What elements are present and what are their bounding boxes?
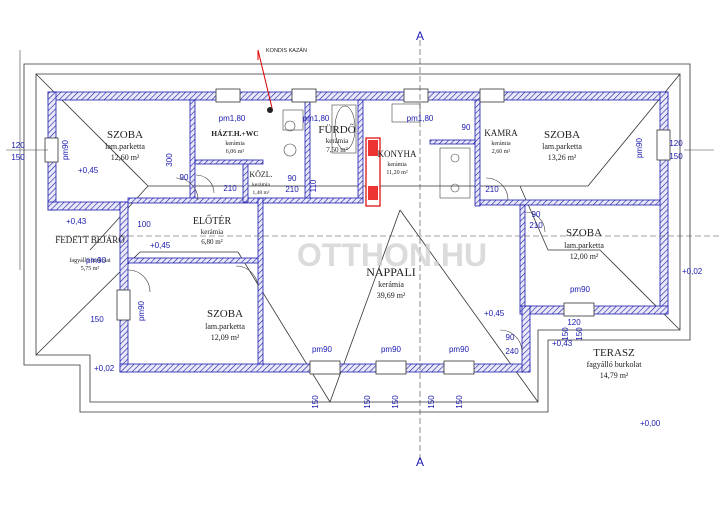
dimension-label: 150 [363, 395, 372, 409]
section-marker-bottom: A [416, 455, 424, 469]
room-fedett-name: FEDETT BEJÁRÓ [55, 235, 125, 245]
room-konyha-name: KONYHA [378, 149, 417, 159]
room-haztwc-finish: kerámia [225, 141, 245, 147]
dimension-label: 150 [561, 327, 570, 341]
room-szoba-4-finish: lam.parketta [205, 322, 245, 331]
dimension-label: 90 [506, 333, 515, 342]
window-label: pm1,80 [219, 114, 246, 123]
window-label: pm90 [86, 256, 107, 265]
room-fedett-area: 5,75 m² [81, 266, 100, 272]
dimension-label: 100 [137, 220, 151, 229]
room-szoba-1-area: 12,60 m² [111, 153, 140, 162]
dimension-label: 90 [180, 173, 189, 182]
dimension-label: 150 [11, 153, 25, 162]
level-marker: +0,02 [94, 364, 115, 373]
room-terasz-name: TERASZ [593, 347, 635, 359]
room-nappali-name: NAPPALI [366, 265, 416, 279]
window-labels: pm90 pm1,80 pm1,80 pm1,80 pm90 pm90 pm90… [61, 114, 644, 354]
dimension-label: 210 [223, 184, 237, 193]
dimension-label: 150 [311, 395, 320, 409]
window-label: pm90 [137, 300, 146, 321]
room-nappali-area: 39,69 m² [377, 291, 406, 300]
dimension-label: 150 [427, 395, 436, 409]
room-szoba-4-area: 12,09 m² [211, 333, 240, 342]
dimension-label: 90 [462, 123, 471, 132]
watermark: OTTHON.HU [297, 237, 487, 273]
room-szoba-3-area: 12,00 m² [570, 252, 599, 261]
room-furdo-finish: kerámia [326, 137, 349, 145]
dimension-label: 120 [669, 139, 683, 148]
level-marker: +0,45 [78, 166, 99, 175]
room-haztwc-area: 6,06 m² [226, 149, 245, 155]
dimension-label: 300 [165, 153, 174, 167]
level-marker: +0,00 [640, 419, 661, 428]
inner-walls [127, 99, 661, 365]
room-szoba-3-finish: lam.parketta [564, 241, 604, 250]
dimension-label: 120 [567, 318, 581, 327]
window-label: pm90 [381, 345, 402, 354]
door-swings [127, 174, 546, 353]
window-label: pm90 [312, 345, 333, 354]
room-szoba-2-finish: lam.parketta [542, 142, 582, 151]
room-szoba-2-area: 13,26 m² [548, 153, 577, 162]
level-marker: +0,43 [552, 339, 573, 348]
window-label: pm90 [449, 345, 470, 354]
room-kozl-finish: kerámia [252, 182, 270, 188]
dimension-label: 110 [309, 179, 318, 192]
room-szoba-2-name: SZOBA [544, 129, 580, 141]
dimension-label: 150 [455, 395, 464, 409]
dimension-label: 90 [532, 210, 541, 219]
room-kozl-name: KÖZL. [249, 170, 272, 179]
level-marker: +0,45 [150, 241, 171, 250]
room-szoba-4-name: SZOBA [207, 308, 243, 320]
dimension-label: 150 [575, 327, 584, 341]
room-eloter-finish: kerámia [201, 228, 224, 236]
room-furdo-area: 7,50 m² [326, 146, 348, 154]
window-label: pm90 [61, 139, 70, 160]
dimension-lines [6, 40, 720, 460]
level-marker: +0,02 [682, 267, 703, 276]
fixtures [257, 49, 471, 207]
window-label: pm1,80 [303, 114, 330, 123]
room-konyha-area: 11,20 m² [386, 170, 407, 176]
room-kamra-name: KAMRA [484, 128, 518, 138]
dimension-label: 210 [529, 221, 543, 230]
dimension-label: 240 [505, 347, 519, 356]
room-eloter-name: ELŐTÉR [193, 215, 232, 227]
dimension-label: 90 [288, 174, 297, 183]
window-label: pm90 [635, 137, 644, 158]
room-konyha-finish: kerámia [387, 162, 407, 168]
room-szoba-1-name: SZOBA [107, 129, 143, 141]
room-nappali-finish: kerámia [378, 280, 404, 289]
room-terasz-finish: fagyálló burkolat [587, 360, 643, 369]
level-marker: +0,45 [484, 309, 505, 318]
window-label: pm1,80 [407, 114, 434, 123]
room-kamra-finish: kerámia [491, 141, 511, 147]
dimension-label: 210 [285, 185, 299, 194]
room-kamra-area: 2,60 m² [492, 149, 511, 155]
dimension-labels: 120 150 120 150 300 90 210 90 210 90 210… [11, 123, 683, 409]
dimension-label: 150 [90, 315, 104, 324]
room-furdo-name: FÜRDŐ [318, 124, 355, 136]
level-markers: +0,45 +0,43 +0,45 +0,45 +0,02 +0,02 +0,4… [66, 166, 703, 428]
room-szoba-1-finish: lam.parketta [105, 142, 145, 151]
room-kozl-area: 1,48 m² [253, 190, 270, 196]
room-fedett-finish: fagyálló burkolat [69, 257, 110, 264]
dimension-label: 120 [11, 141, 25, 150]
room-terasz-area: 14,79 m² [600, 371, 629, 380]
kondis-kazan-label: KONDIS KAZÁN [266, 47, 307, 54]
dimension-label: 150 [669, 152, 683, 161]
level-marker: +0,43 [66, 217, 87, 226]
room-haztwc-name: HÁZT.H.+WC [211, 128, 258, 138]
windows [44, 88, 671, 375]
dimension-label: 150 [391, 395, 400, 409]
window-label: pm90 [570, 285, 591, 294]
room-labels: SZOBA lam.parketta 12,60 m² HÁZT.H.+WC k… [55, 124, 642, 380]
section-marker-top: A [416, 29, 424, 43]
room-eloter-area: 6,80 m² [201, 238, 223, 246]
dimension-label: 210 [485, 185, 499, 194]
room-szoba-3-name: SZOBA [566, 227, 602, 239]
